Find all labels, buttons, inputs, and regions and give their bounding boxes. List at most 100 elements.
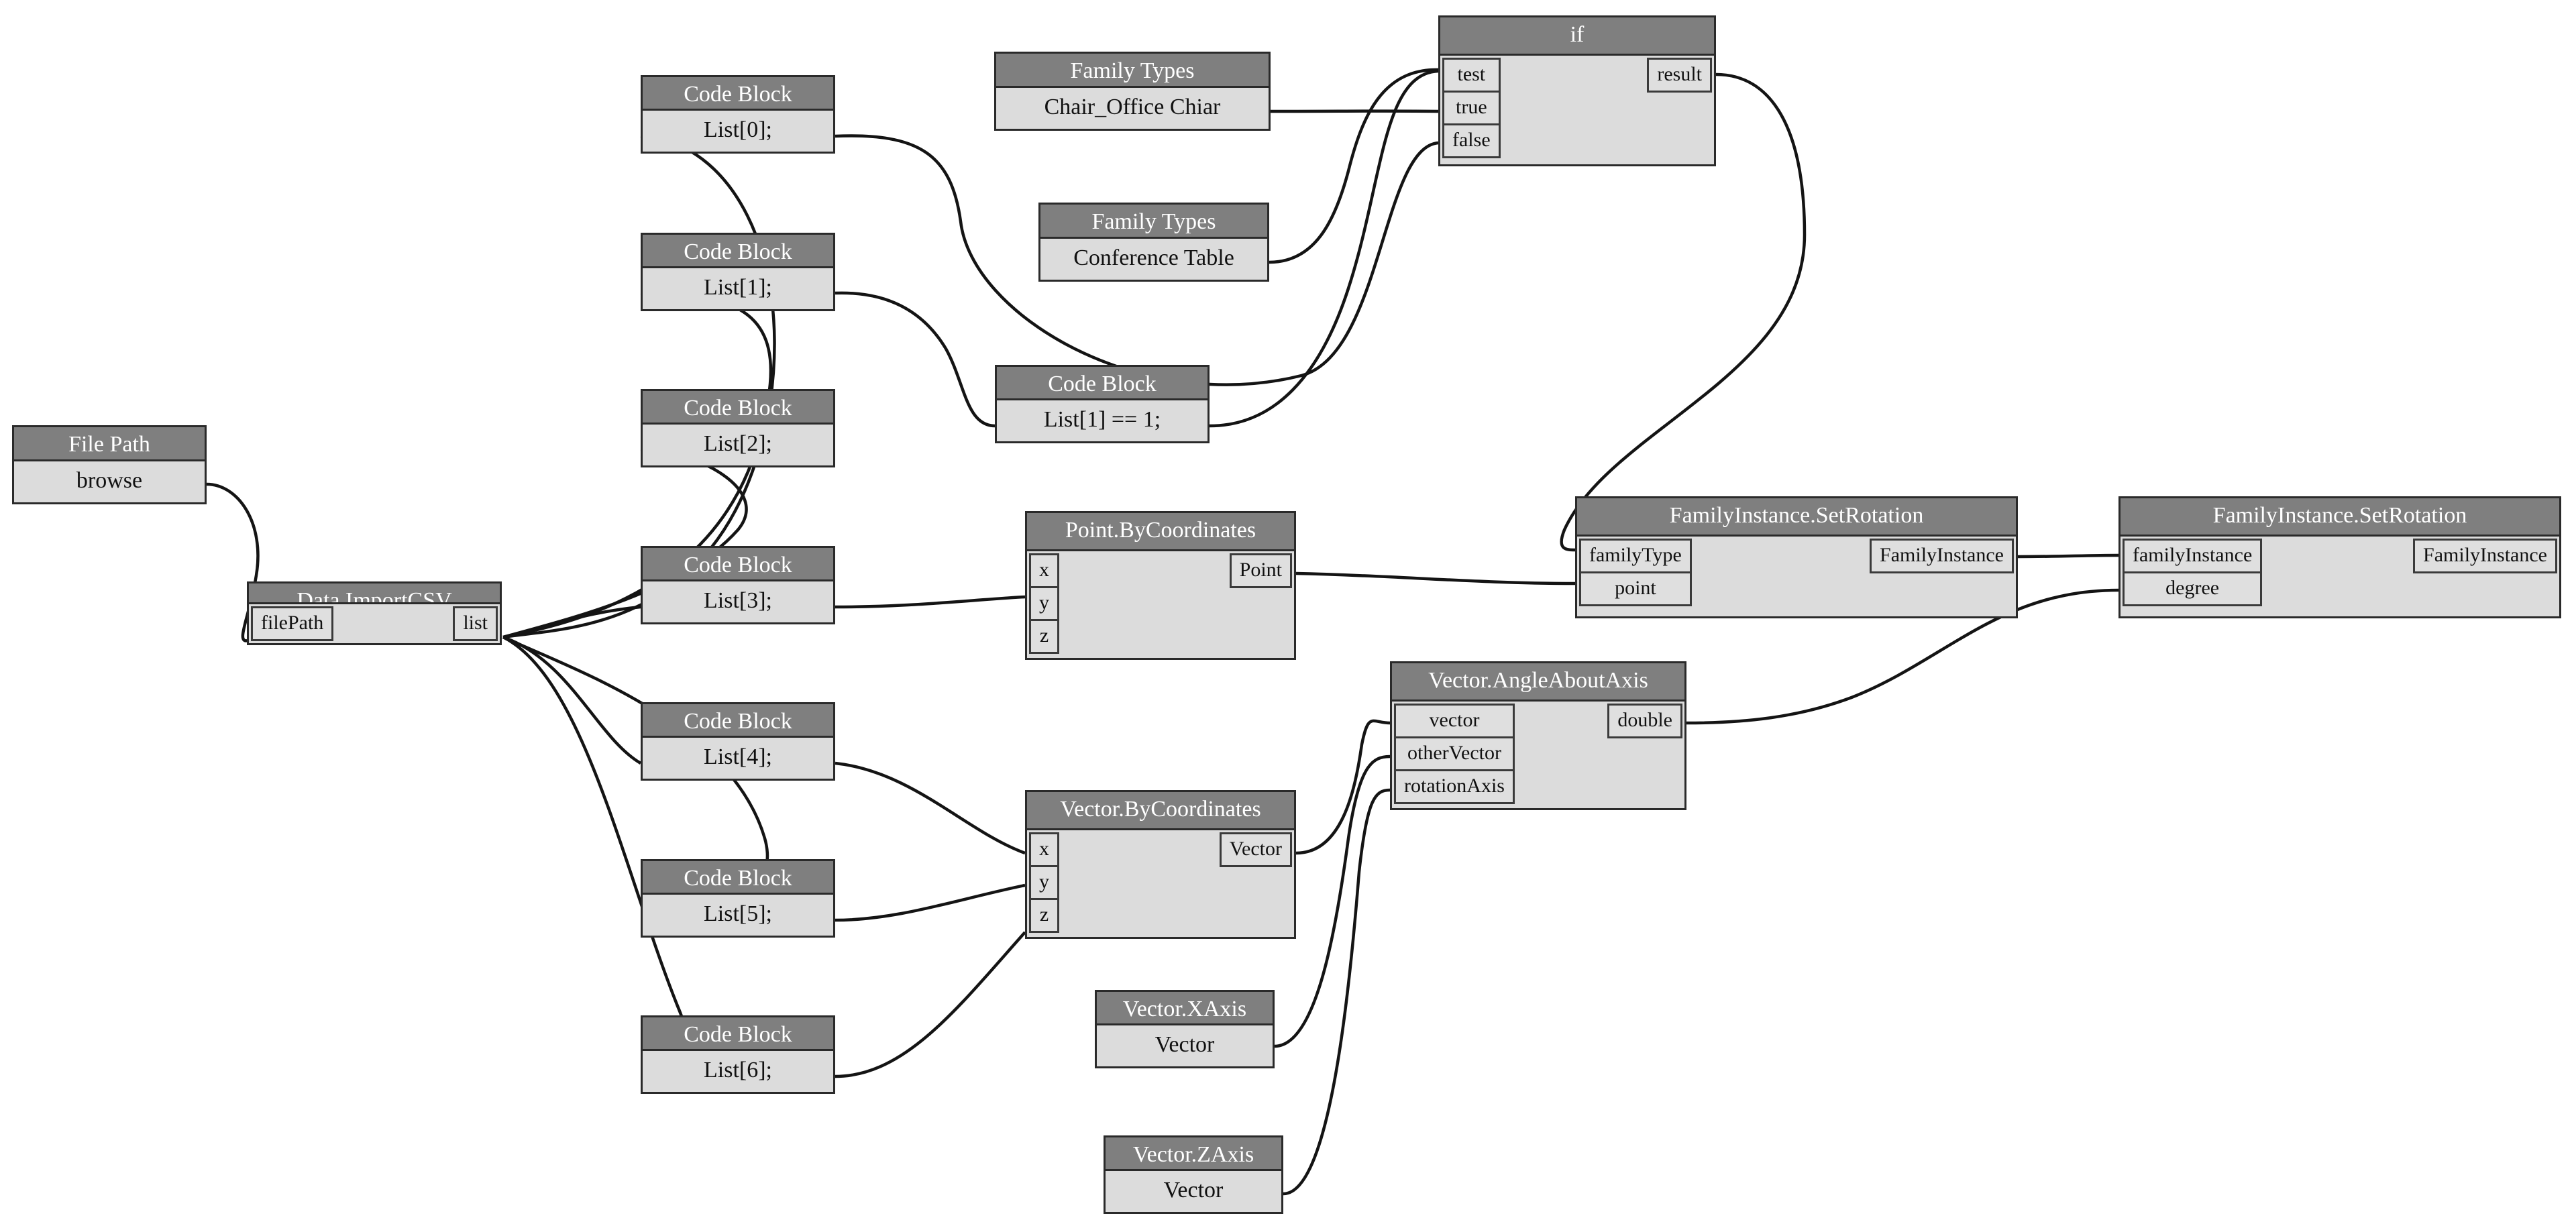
- input-port[interactable]: y: [1029, 586, 1059, 621]
- input-port[interactable]: filePath: [251, 606, 334, 641]
- node-body: List[3];: [643, 581, 833, 622]
- output-port[interactable]: FamilyInstance: [1870, 539, 2014, 573]
- connection-wire[interactable]: [1283, 788, 1391, 1196]
- input-port[interactable]: rotationAxis: [1394, 769, 1515, 804]
- node-body: List[2];: [643, 425, 833, 465]
- node-body: browse: [14, 461, 205, 502]
- connection-wire[interactable]: [2017, 553, 2119, 559]
- node-title: Data.ImportCSV: [249, 583, 500, 604]
- output-port[interactable]: Point: [1229, 553, 1292, 588]
- node-title: Code Block: [643, 235, 833, 268]
- output-port[interactable]: result: [1647, 58, 1712, 93]
- node-title: Vector.XAxis: [1097, 992, 1273, 1025]
- node-body: List[6];: [643, 1051, 833, 1092]
- connection-wire[interactable]: [835, 883, 1026, 922]
- node-value[interactable]: List[2];: [645, 427, 831, 463]
- connection-wire[interactable]: [835, 595, 1026, 609]
- connection-wire[interactable]: [1295, 719, 1391, 855]
- connection-wire[interactable]: [502, 635, 642, 765]
- node-body: List[5];: [643, 895, 833, 936]
- input-port[interactable]: vector: [1394, 704, 1515, 738]
- input-port[interactable]: y: [1029, 865, 1059, 900]
- node-value[interactable]: browse: [16, 463, 203, 500]
- output-port[interactable]: list: [453, 606, 498, 641]
- connection-wire[interactable]: [835, 291, 996, 428]
- input-port[interactable]: degree: [2123, 571, 2263, 606]
- node-value[interactable]: List[1];: [645, 270, 831, 307]
- node-value[interactable]: Conference Table: [1042, 241, 1265, 278]
- input-port[interactable]: otherVector: [1394, 736, 1515, 771]
- input-port[interactable]: x: [1029, 553, 1059, 588]
- output-port[interactable]: Vector: [1219, 832, 1292, 867]
- input-port[interactable]: familyInstance: [2123, 539, 2263, 573]
- node-value[interactable]: List[5];: [645, 897, 831, 934]
- node-value[interactable]: List[1] == 1;: [999, 402, 1205, 439]
- input-port[interactable]: familyType: [1579, 539, 1692, 573]
- input-port[interactable]: true: [1442, 91, 1501, 125]
- node-value[interactable]: List[3];: [645, 583, 831, 620]
- output-port[interactable]: FamilyInstance: [2413, 539, 2557, 573]
- connection-wire[interactable]: [835, 761, 1026, 855]
- connection-wire[interactable]: [1269, 68, 1439, 264]
- input-port[interactable]: z: [1029, 898, 1059, 933]
- node-value[interactable]: List[0];: [645, 113, 831, 150]
- node-body: Vector: [1106, 1171, 1281, 1212]
- input-port[interactable]: x: [1029, 832, 1059, 867]
- node-body: filePath list: [249, 604, 500, 643]
- node-body: Conference Table: [1040, 239, 1267, 280]
- connection-wire[interactable]: [502, 605, 641, 639]
- node-title: Point.ByCoordinates: [1027, 513, 1294, 551]
- node-title: Code Block: [997, 367, 1208, 400]
- node-value[interactable]: List[6];: [645, 1053, 831, 1090]
- input-port[interactable]: false: [1442, 123, 1501, 158]
- output-ports: double: [1607, 704, 1682, 738]
- node-title: File Path: [14, 427, 205, 461]
- node-value[interactable]: Vector: [1099, 1027, 1271, 1064]
- output-port[interactable]: double: [1607, 704, 1682, 738]
- node-title: Family Types: [996, 54, 1269, 88]
- input-port[interactable]: test: [1442, 58, 1501, 93]
- node-value[interactable]: Chair_Office Chiar: [998, 90, 1267, 127]
- connection-wire[interactable]: [1295, 571, 1576, 585]
- node-value[interactable]: List[4];: [645, 740, 831, 777]
- node-title: Code Block: [643, 77, 833, 111]
- input-port[interactable]: z: [1029, 619, 1059, 654]
- node-title: Vector.ByCoordinates: [1027, 792, 1294, 830]
- node-value[interactable]: Vector: [1108, 1173, 1279, 1210]
- node-body: List[4];: [643, 738, 833, 779]
- input-port[interactable]: point: [1579, 571, 1692, 606]
- node-title: FamilyInstance.SetRotation: [1577, 498, 2016, 537]
- output-ports: list: [453, 606, 498, 641]
- input-ports: filePath: [251, 606, 334, 641]
- connection-wire[interactable]: [835, 931, 1026, 1078]
